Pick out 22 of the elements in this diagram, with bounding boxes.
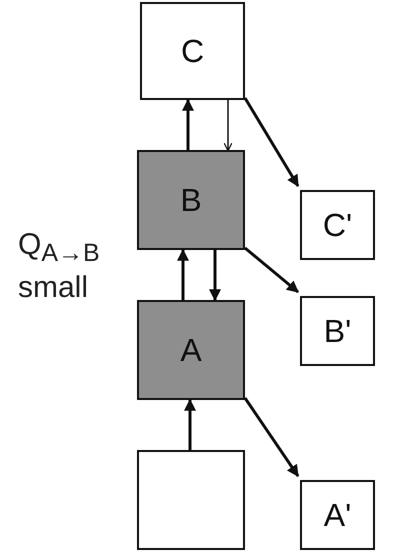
arrow: [209, 250, 221, 302]
shaded-box: [137, 150, 245, 250]
arrow: [184, 398, 196, 450]
arrow: [244, 97, 300, 188]
state-box: [300, 480, 375, 550]
arrow: [182, 98, 194, 150]
arrow: [223, 100, 233, 152]
arrow: [177, 248, 189, 300]
box-label: A': [324, 499, 352, 531]
state-box: [140, 2, 245, 100]
state-box: [300, 190, 375, 260]
box-label: B: [180, 184, 202, 216]
box-label: C': [322, 209, 352, 241]
box-label: C: [180, 35, 204, 67]
box-label: B': [324, 315, 352, 347]
arrow: [244, 246, 299, 294]
box-label: A: [180, 334, 202, 366]
shaded-box: [137, 300, 245, 400]
empty-box: [137, 450, 245, 550]
state-box: [300, 296, 375, 366]
side-note: Q$_{A→B}$ small: [18, 227, 101, 306]
arrow: [244, 397, 300, 477]
